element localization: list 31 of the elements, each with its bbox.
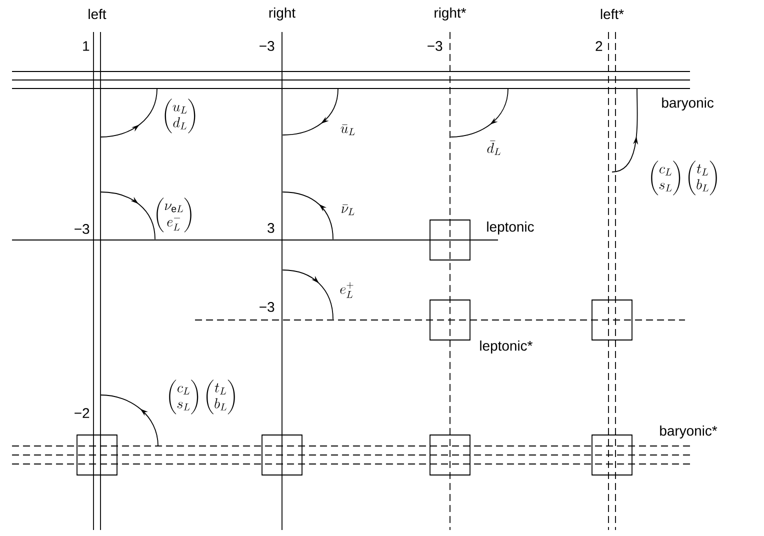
charge-number: −3 <box>260 41 274 51</box>
charge-number: −2 <box>74 408 90 418</box>
edge-label: $\begin{pmatrix}c_L\\s_L\end{pmatrix}\begin{pmatrix}t_L\\b_L\end{pmatrix}$ <box>651 160 717 196</box>
crossing-box <box>430 434 470 476</box>
edge-label: $\bar{\nu}_L$ <box>342 204 354 216</box>
labelled-line: leptonic* <box>194 320 686 354</box>
crossing-box <box>430 220 470 260</box>
edge-label: $e_L^+$ <box>340 282 354 298</box>
crossing-box <box>76 434 118 476</box>
wavy-arrow <box>282 192 334 240</box>
edge-label: $\begin{pmatrix}u_L\\d_L\end{pmatrix}$ <box>164 98 196 134</box>
charge-number: 1 <box>83 41 90 51</box>
edge-label: $\begin{pmatrix}c_L\\s_L\end{pmatrix}\begin{pmatrix}t_L\\b_L\end{pmatrix}$ <box>169 380 235 414</box>
charge-number: −3 <box>74 224 90 234</box>
edge-label: $\bar{u}_L$ <box>340 124 355 136</box>
charge-number: −3 <box>260 302 274 312</box>
charge-number: 2 <box>596 41 602 51</box>
wavy-arrow <box>100 88 158 138</box>
crossing-box <box>430 300 470 340</box>
crossing-box <box>262 434 302 476</box>
wavy-arrow <box>100 394 158 446</box>
wavy-arrow <box>282 88 338 136</box>
charge-number: −3 <box>428 41 442 51</box>
wavy-arrow <box>100 192 156 240</box>
wavy-arrow <box>450 88 508 138</box>
crossing-box <box>592 434 632 476</box>
edge-label: $\begin{pmatrix}\nu_{\mathrm{e}L}\\e_L^-\end{pmatrix}$ <box>156 198 192 232</box>
wavy-arrow <box>282 270 334 320</box>
charge-number: 3 <box>268 223 274 233</box>
crossing-box <box>592 300 632 340</box>
edge-label: $\bar{d}_L$ <box>487 140 500 156</box>
